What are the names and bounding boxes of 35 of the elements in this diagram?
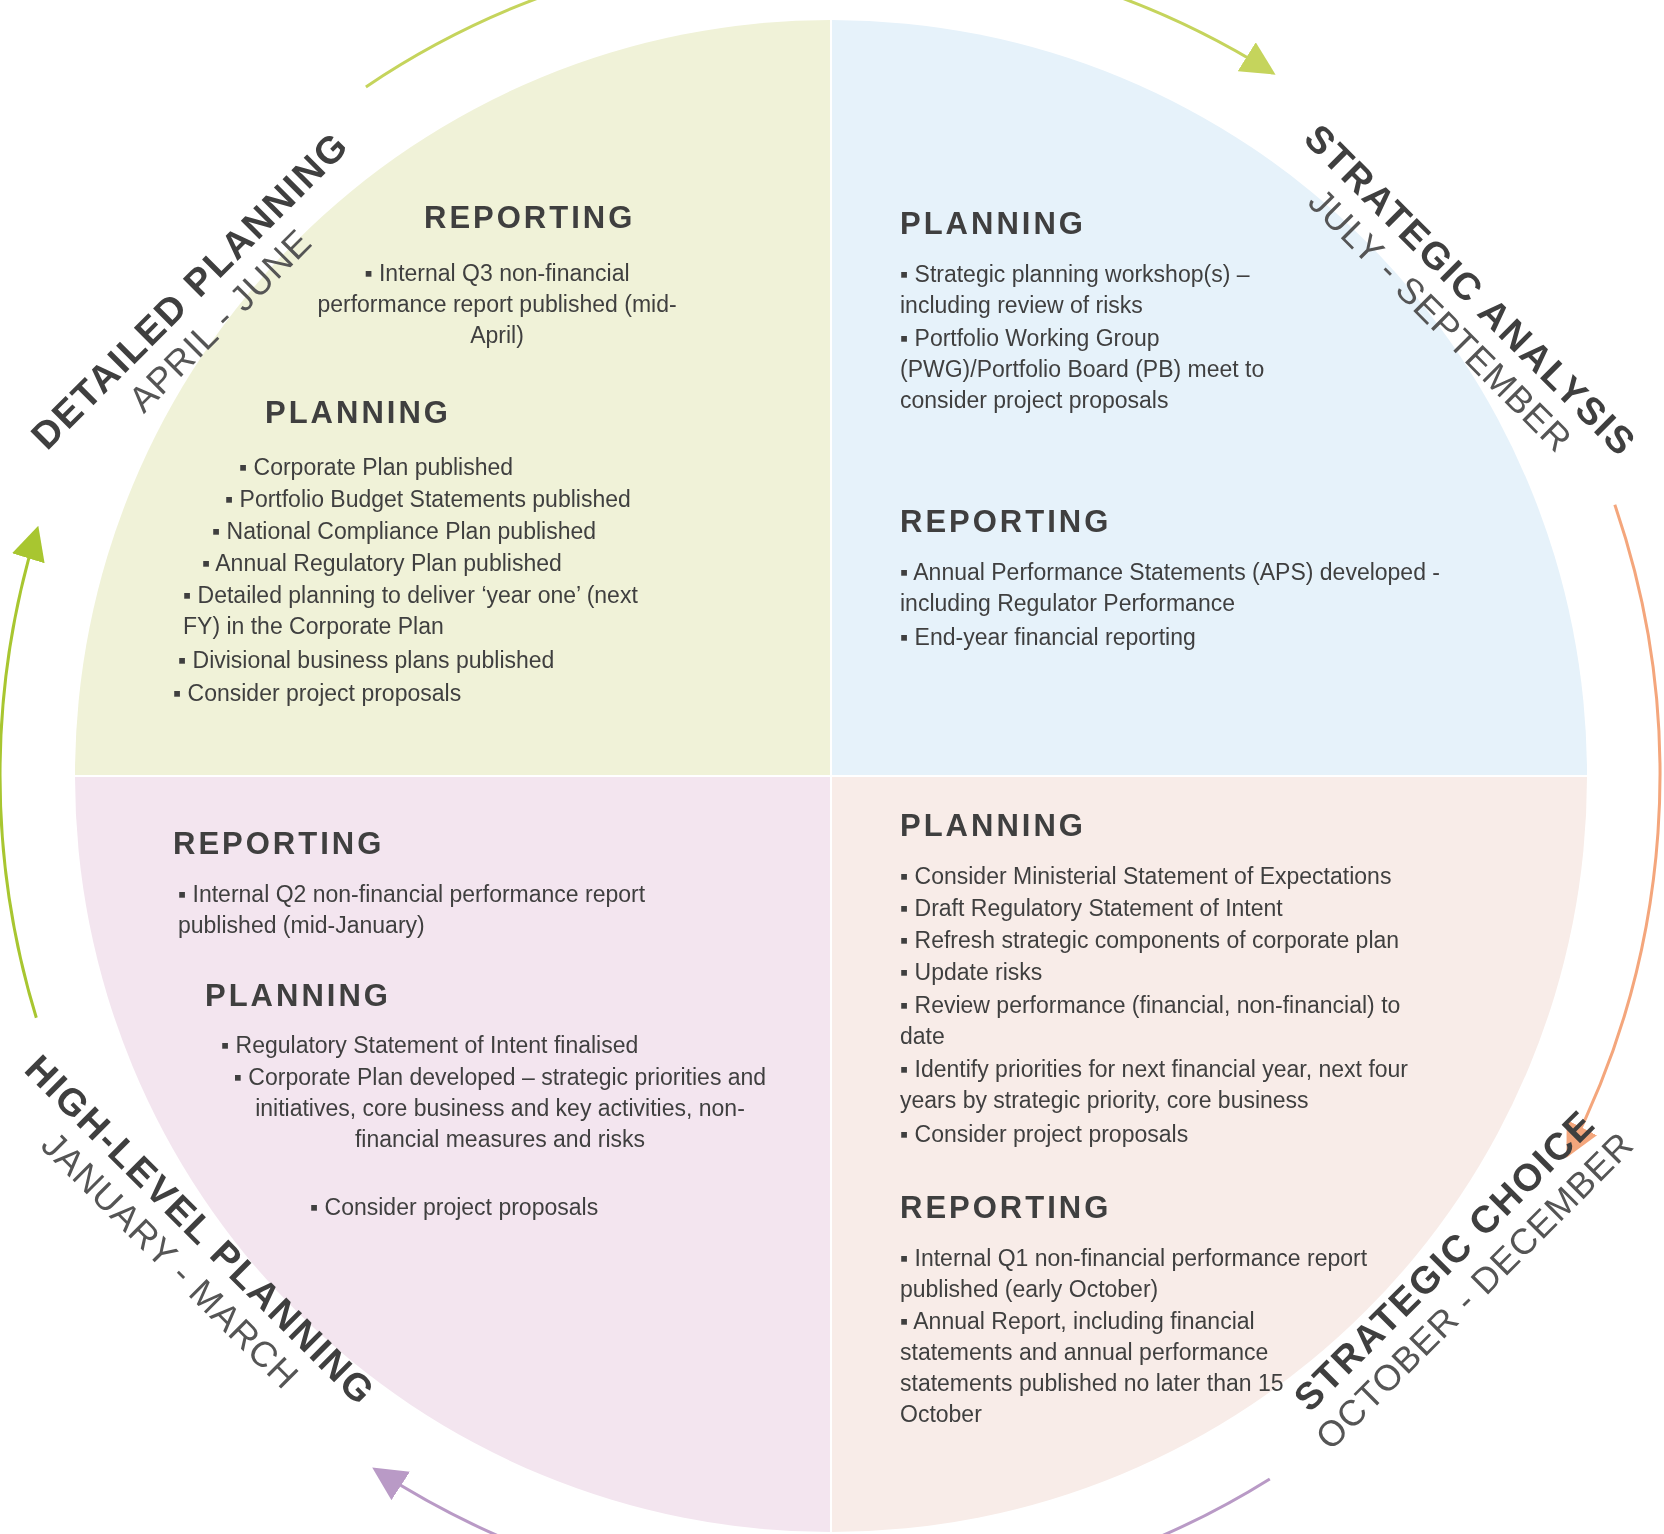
bullet-item: ▪ Consider Ministerial Statement of Expectations <box>900 862 1392 891</box>
section-heading: REPORTING <box>900 504 1112 540</box>
bullet-item: ▪ Consider project proposals <box>173 679 462 708</box>
section-heading: REPORTING <box>173 826 385 862</box>
bullet-item: ▪ Annual Performance Statements (APS) developed - including Regulator Performance <box>900 558 1441 618</box>
section-heading: PLANNING <box>900 808 1086 844</box>
section-heading: PLANNING <box>265 395 451 431</box>
bullet-item: ▪ Portfolio Budget Statements published <box>225 485 631 514</box>
cycle-arrow <box>1564 504 1662 1159</box>
bullet-item: ▪ Corporate Plan published <box>239 453 514 482</box>
bullet-item: ▪ Draft Regulatory Statement of Intent <box>900 894 1283 923</box>
section-heading: PLANNING <box>205 978 391 1014</box>
cycle-arrow <box>0 525 47 1019</box>
bullet-item: ▪ Internal Q2 non-financial performance report published (mid-January) <box>178 880 647 940</box>
bullet-item: ▪ Strategic planning workshop(s) – including review of risks <box>900 260 1251 320</box>
bullet-item: ▪ Consider project proposals <box>310 1193 599 1222</box>
bullet-item: ▪ Regulatory Statement of Intent finalised <box>221 1031 639 1060</box>
section-heading: REPORTING <box>900 1190 1112 1226</box>
bullet-item: ▪ Divisional business plans published <box>178 646 555 675</box>
bullet-item: ▪ End-year financial reporting <box>900 623 1196 652</box>
bullet-item: ▪ Update risks <box>900 958 1043 987</box>
bullet-item: ▪ Detailed planning to deliver ‘year one’ (next FY) in the Corporate Plan <box>183 581 639 641</box>
section-heading: PLANNING <box>900 206 1086 242</box>
bullet-item: ▪ Identify priorities for next financial year, next four years by strategic priority, core business <box>900 1055 1409 1115</box>
bullet-item: ▪ Consider project proposals <box>900 1120 1189 1149</box>
section-heading: REPORTING <box>424 200 636 236</box>
bullet-item: ▪ Annual Report, including financial statements and annual performance statements published no later than 15 October <box>900 1307 1285 1429</box>
cycle-arrow <box>372 1467 1271 1534</box>
bullet-item: ▪ Review performance (financial, non-financial) to date <box>900 991 1402 1051</box>
bullet-item: ▪ Portfolio Working Group (PWG)/Portfolio Board (PB) meet to consider project proposals <box>900 324 1266 415</box>
bullet-item: ▪ Corporate Plan developed – strategic priorities and initiatives, core business and key activities, non-financial measures and risks <box>232 1063 768 1154</box>
bullet-item: ▪ Refresh strategic components of corporate plan <box>900 926 1400 955</box>
cycle-arrow <box>365 0 1276 89</box>
bullet-item: ▪ National Compliance Plan published <box>212 517 597 546</box>
bullet-item: ▪ Annual Regulatory Plan published <box>202 549 562 578</box>
